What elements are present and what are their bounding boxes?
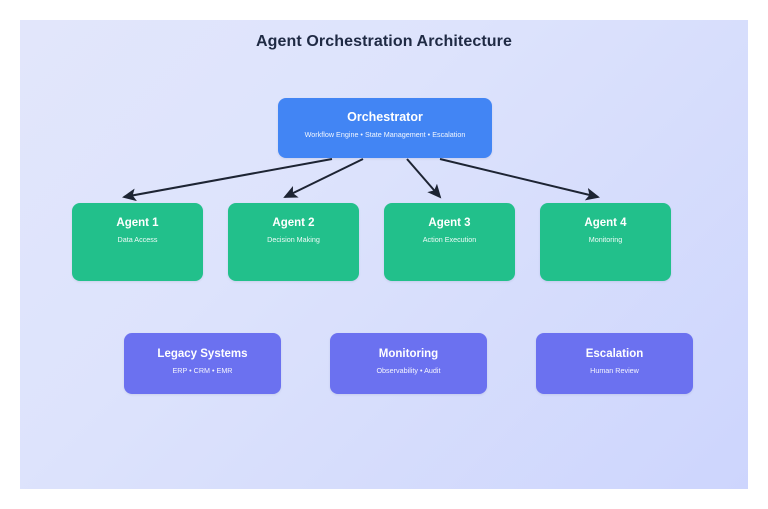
node-agent-3-title: Agent 3: [428, 217, 471, 229]
node-agent-1[interactable]: Agent 1 Data Access: [72, 203, 203, 281]
node-agent-1-title: Agent 1: [116, 217, 159, 229]
node-monitoring[interactable]: Monitoring Observability • Audit: [330, 333, 487, 394]
node-agent-2-subtitle: Decision Making: [267, 234, 320, 244]
node-agent-1-subtitle: Data Access: [117, 234, 158, 244]
node-agent-3[interactable]: Agent 3 Action Execution: [384, 203, 515, 281]
connector-orchestrator-to-agent-1: [122, 158, 333, 202]
page-title: Agent Orchestration Architecture: [256, 33, 512, 50]
node-agent-4[interactable]: Agent 4 Monitoring: [540, 203, 671, 281]
connector-orchestrator-to-agent-2: [283, 158, 364, 198]
node-agent-4-subtitle: Monitoring: [588, 234, 623, 244]
node-agent-3-subtitle: Action Execution: [422, 234, 477, 244]
node-agent-4-title: Agent 4: [584, 217, 627, 229]
node-monitoring-subtitle: Observability • Audit: [376, 365, 441, 375]
node-orchestrator-subtitle: Workflow Engine • State Management • Esc…: [304, 129, 466, 139]
node-escalation-title: Escalation: [585, 348, 644, 360]
node-escalation[interactable]: Escalation Human Review: [536, 333, 693, 394]
node-escalation-subtitle: Human Review: [590, 365, 639, 375]
connector-orchestrator-to-agent-4: [439, 158, 600, 201]
node-monitoring-title: Monitoring: [378, 348, 439, 360]
node-agent-2[interactable]: Agent 2 Decision Making: [228, 203, 359, 281]
node-agent-2-title: Agent 2: [272, 217, 315, 229]
node-orchestrator-title: Orchestrator: [347, 110, 423, 124]
connector-orchestrator-to-agent-3: [406, 158, 442, 199]
diagram-canvas: Agent Orchestration Architecture Orchest…: [20, 20, 748, 489]
node-legacy-systems-subtitle: ERP • CRM • EMR: [172, 365, 233, 375]
node-orchestrator[interactable]: Orchestrator Workflow Engine • State Man…: [278, 98, 492, 158]
node-legacy-systems[interactable]: Legacy Systems ERP • CRM • EMR: [124, 333, 281, 394]
node-legacy-systems-title: Legacy Systems: [157, 348, 248, 360]
